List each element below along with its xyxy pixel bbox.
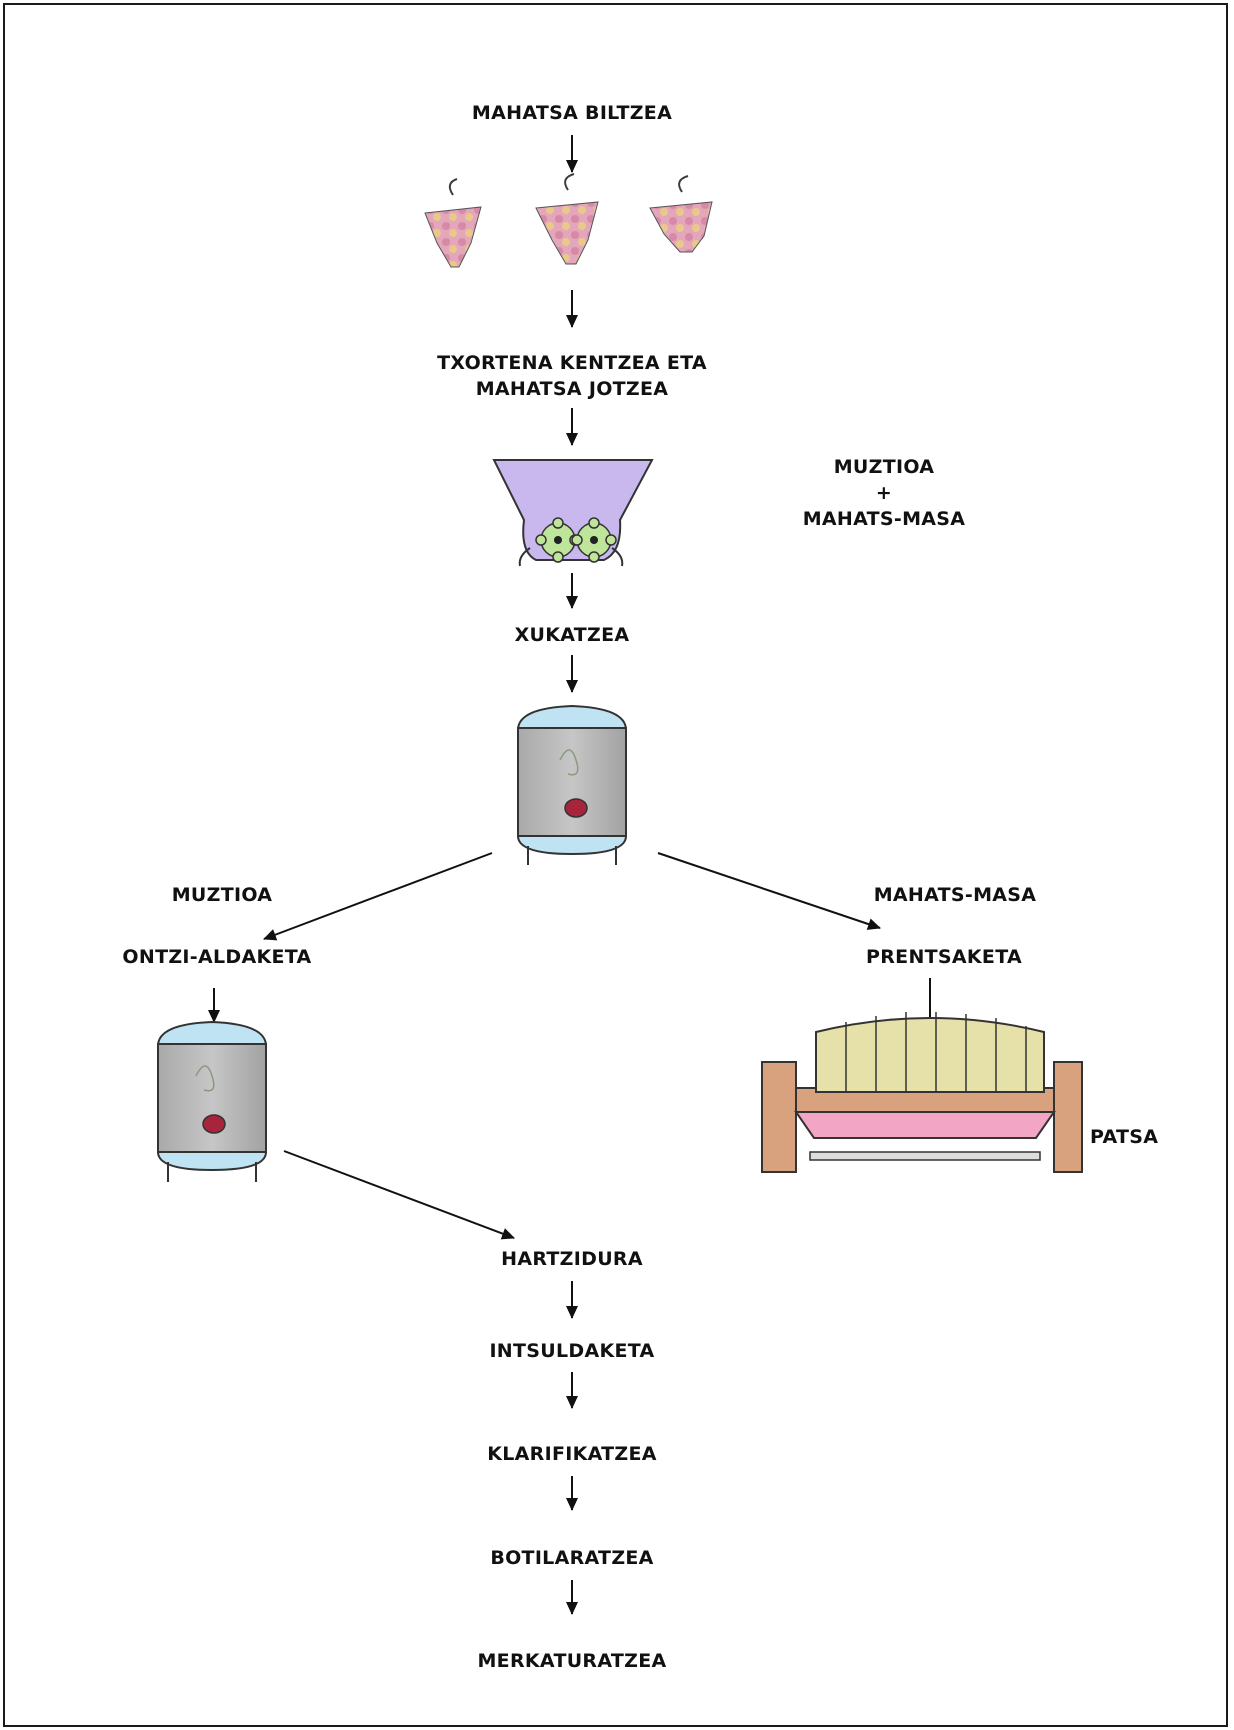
step-racking: ONTZI-ALDAKETA: [122, 946, 312, 968]
step-clarification: KLARIFIKATZEA: [487, 1443, 657, 1465]
gear-icon: [571, 517, 617, 563]
branch-pomace: MAHATS-MASA: [873, 884, 1037, 906]
step-destem-line2: MAHATSA JOTZEA: [475, 378, 669, 400]
step-sulfiting: INTSULDAKETA: [489, 1340, 655, 1362]
step-destem-crush: TXORTENA KENTZEA ETA MAHATSA JOTZEA: [437, 350, 707, 402]
grape-bunch-icon: [649, 175, 713, 253]
output-must-pomace: MUZTIOA + MAHATS-MASA: [803, 454, 966, 532]
diagram-frame: [3, 3, 1228, 1727]
arrow-down-right-icon: [283, 1150, 515, 1240]
step-harvest: MAHATSA BILTZEA: [471, 102, 673, 124]
arrow-down-right-icon: [657, 852, 881, 930]
step-marketing: MERKATURATZEA: [477, 1650, 667, 1672]
grape-bunch-icon: [535, 173, 599, 265]
arrow-down-left-icon: [263, 852, 493, 941]
wine-press-icon: [761, 1012, 1083, 1173]
step-fermentation: HARTZIDURA: [501, 1248, 643, 1270]
step-drain: XUKATZEA: [514, 624, 630, 646]
step-pressing: PRENTSAKETA: [866, 946, 1022, 968]
plus-sign: +: [875, 482, 893, 504]
grape-bunch-icon: [424, 178, 482, 268]
crusher-hopper-icon: [492, 459, 654, 567]
wine-tank-icon: [516, 704, 628, 865]
branch-must: MUZTIOA: [171, 884, 273, 906]
wine-tank-icon: [156, 1020, 268, 1182]
step-bottling: BOTILARATZEA: [490, 1547, 654, 1569]
step-destem-line1: TXORTENA KENTZEA ETA: [437, 352, 707, 374]
output-must: MUZTIOA: [833, 456, 935, 478]
output-marc: PATSA: [1090, 1126, 1159, 1148]
output-pomace: MAHATS-MASA: [802, 508, 966, 530]
